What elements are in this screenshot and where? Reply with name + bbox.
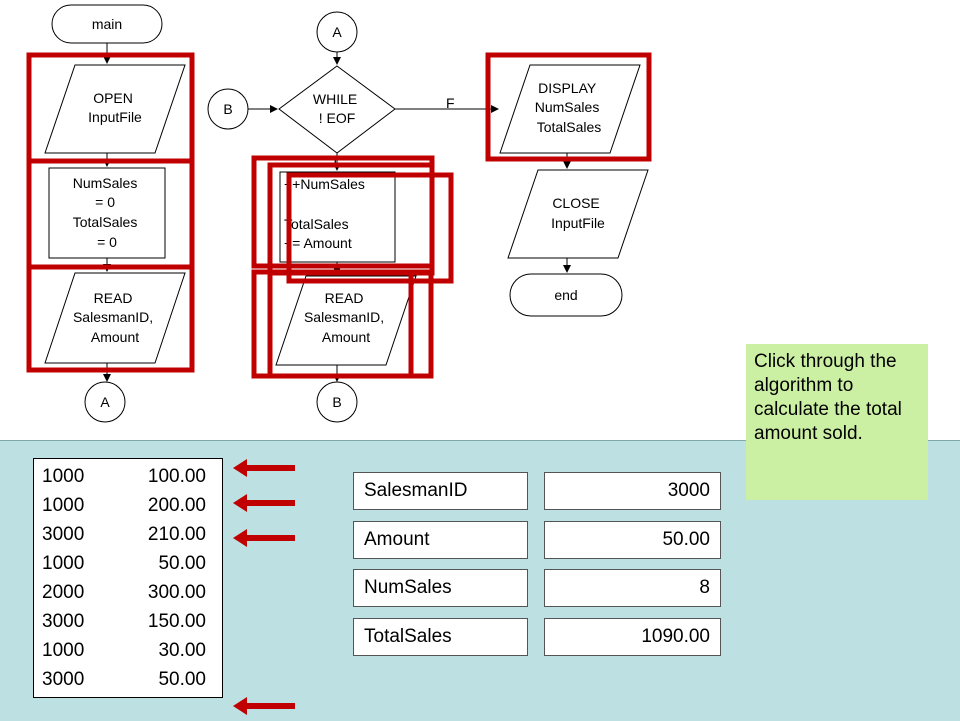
record-amount: 100.00 xyxy=(147,465,206,487)
while-line-1: WHILE xyxy=(313,91,357,107)
record-pointer-arrow-2 xyxy=(233,494,295,512)
body-line-2: TotalSales xyxy=(284,216,349,232)
while-decision-node[interactable]: WHILE ! EOF xyxy=(278,65,396,154)
data-record-row: 1000 30.00 xyxy=(34,636,222,665)
init-line-4: = 0 xyxy=(97,234,117,250)
record-amount: 300.00 xyxy=(147,581,206,603)
init-process-node[interactable]: NumSales = 0 TotalSales = 0 xyxy=(48,167,166,259)
display-line-2: NumSales xyxy=(535,99,600,115)
record-amount: 30.00 xyxy=(158,639,206,661)
read-input-node-2[interactable]: READ SalesmanID, Amount xyxy=(275,275,417,366)
read1-line-3: Amount xyxy=(91,329,139,345)
body-line-3: += Amount xyxy=(284,235,352,251)
record-amount: 200.00 xyxy=(147,494,206,516)
record-amount: 50.00 xyxy=(158,552,206,574)
open-input-node[interactable]: OPEN InputFile xyxy=(44,64,186,154)
highlight-frame-body-3 xyxy=(286,172,454,284)
body-line-1: ++NumSales xyxy=(284,176,365,192)
svg-text:++NumSales TotalSales: ++NumSales TotalSales += Amount xyxy=(284,176,369,251)
connector-b-bottom[interactable]: B xyxy=(316,381,358,423)
data-record-row: 3000 50.00 xyxy=(34,665,222,694)
var-label-salesmanid: SalesmanID xyxy=(353,472,528,510)
svg-text:OPEN InputFile: OPEN InputFile xyxy=(88,90,142,125)
record-salesman-id: 1000 xyxy=(42,494,85,516)
connector-a-top-label: A xyxy=(332,24,342,40)
init-line-2: = 0 xyxy=(95,194,115,210)
highlight-frame-read2-2 xyxy=(267,269,434,379)
input-file-data: 1000 100.00 1000 200.00 3000 210.00 1000 50.00 2… xyxy=(33,458,223,698)
data-record-row: 1000 100.00 xyxy=(34,462,222,491)
close-input-node[interactable]: CLOSE InputFile xyxy=(507,169,649,259)
true-branch-label: T xyxy=(331,153,340,169)
close-line-1: CLOSE xyxy=(552,195,599,211)
data-record-row: 2000 300.00 xyxy=(34,578,222,607)
record-pointer-arrow-eof xyxy=(233,697,295,715)
svg-text:READ SalesmanID, A: READ SalesmanID, Amount xyxy=(73,290,157,345)
flowchart: main OPEN InputFile NumSales = 0 TotalSa… xyxy=(26,4,652,423)
record-amount: 210.00 xyxy=(147,523,206,545)
highlight-frame-display xyxy=(485,52,652,162)
record-salesman-id: 2000 xyxy=(42,581,85,603)
var-value-amount: 50.00 xyxy=(544,521,721,559)
svg-text:NumSales = 0 Total: NumSales = 0 TotalSales = 0 xyxy=(73,175,141,250)
data-record-row: 3000 150.00 xyxy=(34,607,222,636)
svg-text:READ SalesmanID, A: READ SalesmanID, Amount xyxy=(304,290,388,345)
connector-b-left[interactable]: B xyxy=(207,88,249,130)
instruction-note: Click through the algorithm to calculate… xyxy=(746,344,928,500)
read1-line-1: READ xyxy=(94,290,133,306)
svg-text:CLOSE InputFile: CLOSE InputFile xyxy=(551,195,605,231)
init-line-3: TotalSales xyxy=(73,214,138,230)
read2-line-2: SalesmanID, xyxy=(304,309,384,325)
init-line-1: NumSales xyxy=(73,175,138,191)
var-value-totalsales: 1090.00 xyxy=(544,618,721,656)
connector-a-top[interactable]: A xyxy=(316,11,358,53)
highlight-frame-read1 xyxy=(26,264,195,373)
read2-line-1: READ xyxy=(325,290,364,306)
record-salesman-id: 3000 xyxy=(42,668,85,690)
record-pointer-arrow-3 xyxy=(233,529,295,547)
open-line-2: InputFile xyxy=(88,109,142,125)
record-salesman-id: 1000 xyxy=(42,639,85,661)
close-line-2: InputFile xyxy=(551,215,605,231)
var-label-numsales: NumSales xyxy=(353,569,528,607)
loop-body-process-node[interactable]: ++NumSales TotalSales += Amount xyxy=(279,171,396,263)
main-terminator[interactable]: main xyxy=(51,4,163,44)
main-label: main xyxy=(92,16,122,32)
var-label-amount: Amount xyxy=(353,521,528,559)
record-pointer-arrow-1 xyxy=(233,459,295,477)
while-line-2: ! EOF xyxy=(319,110,356,126)
end-label: end xyxy=(554,287,577,303)
svg-text:DISPLAY NumSales T: DISPLAY NumSales TotalSales xyxy=(535,80,603,135)
var-value-salesmanid: 3000 xyxy=(544,472,721,510)
connector-b-left-label: B xyxy=(223,101,232,117)
connector-b-bottom-label: B xyxy=(332,394,341,410)
data-record-row: 3000 210.00 xyxy=(34,520,222,549)
record-amount: 150.00 xyxy=(147,610,206,632)
connector-a-bottom-label: A xyxy=(100,394,110,410)
svg-text:WHILE ! EOF: WHILE ! EOF xyxy=(313,91,361,126)
read-input-node-1[interactable]: READ SalesmanID, Amount xyxy=(44,272,186,364)
record-salesman-id: 3000 xyxy=(42,610,85,632)
data-record-row: 1000 200.00 xyxy=(34,491,222,520)
data-record-row: 1000 50.00 xyxy=(34,549,222,578)
display-line-3: TotalSales xyxy=(537,119,602,135)
display-output-node[interactable]: DISPLAY NumSales TotalSales xyxy=(499,64,641,154)
display-line-1: DISPLAY xyxy=(538,80,597,96)
connector-a-bottom[interactable]: A xyxy=(84,381,126,423)
record-salesman-id: 3000 xyxy=(42,523,85,545)
record-salesman-id: 1000 xyxy=(42,465,85,487)
record-salesman-id: 1000 xyxy=(42,552,85,574)
read2-line-3: Amount xyxy=(322,329,370,345)
false-branch-label: F xyxy=(446,95,455,111)
open-line-1: OPEN xyxy=(93,90,133,106)
end-terminator[interactable]: end xyxy=(509,273,623,317)
read1-line-2: SalesmanID, xyxy=(73,309,153,325)
var-value-numsales: 8 xyxy=(544,569,721,607)
record-amount: 50.00 xyxy=(158,668,206,690)
var-label-totalsales: TotalSales xyxy=(353,618,528,656)
